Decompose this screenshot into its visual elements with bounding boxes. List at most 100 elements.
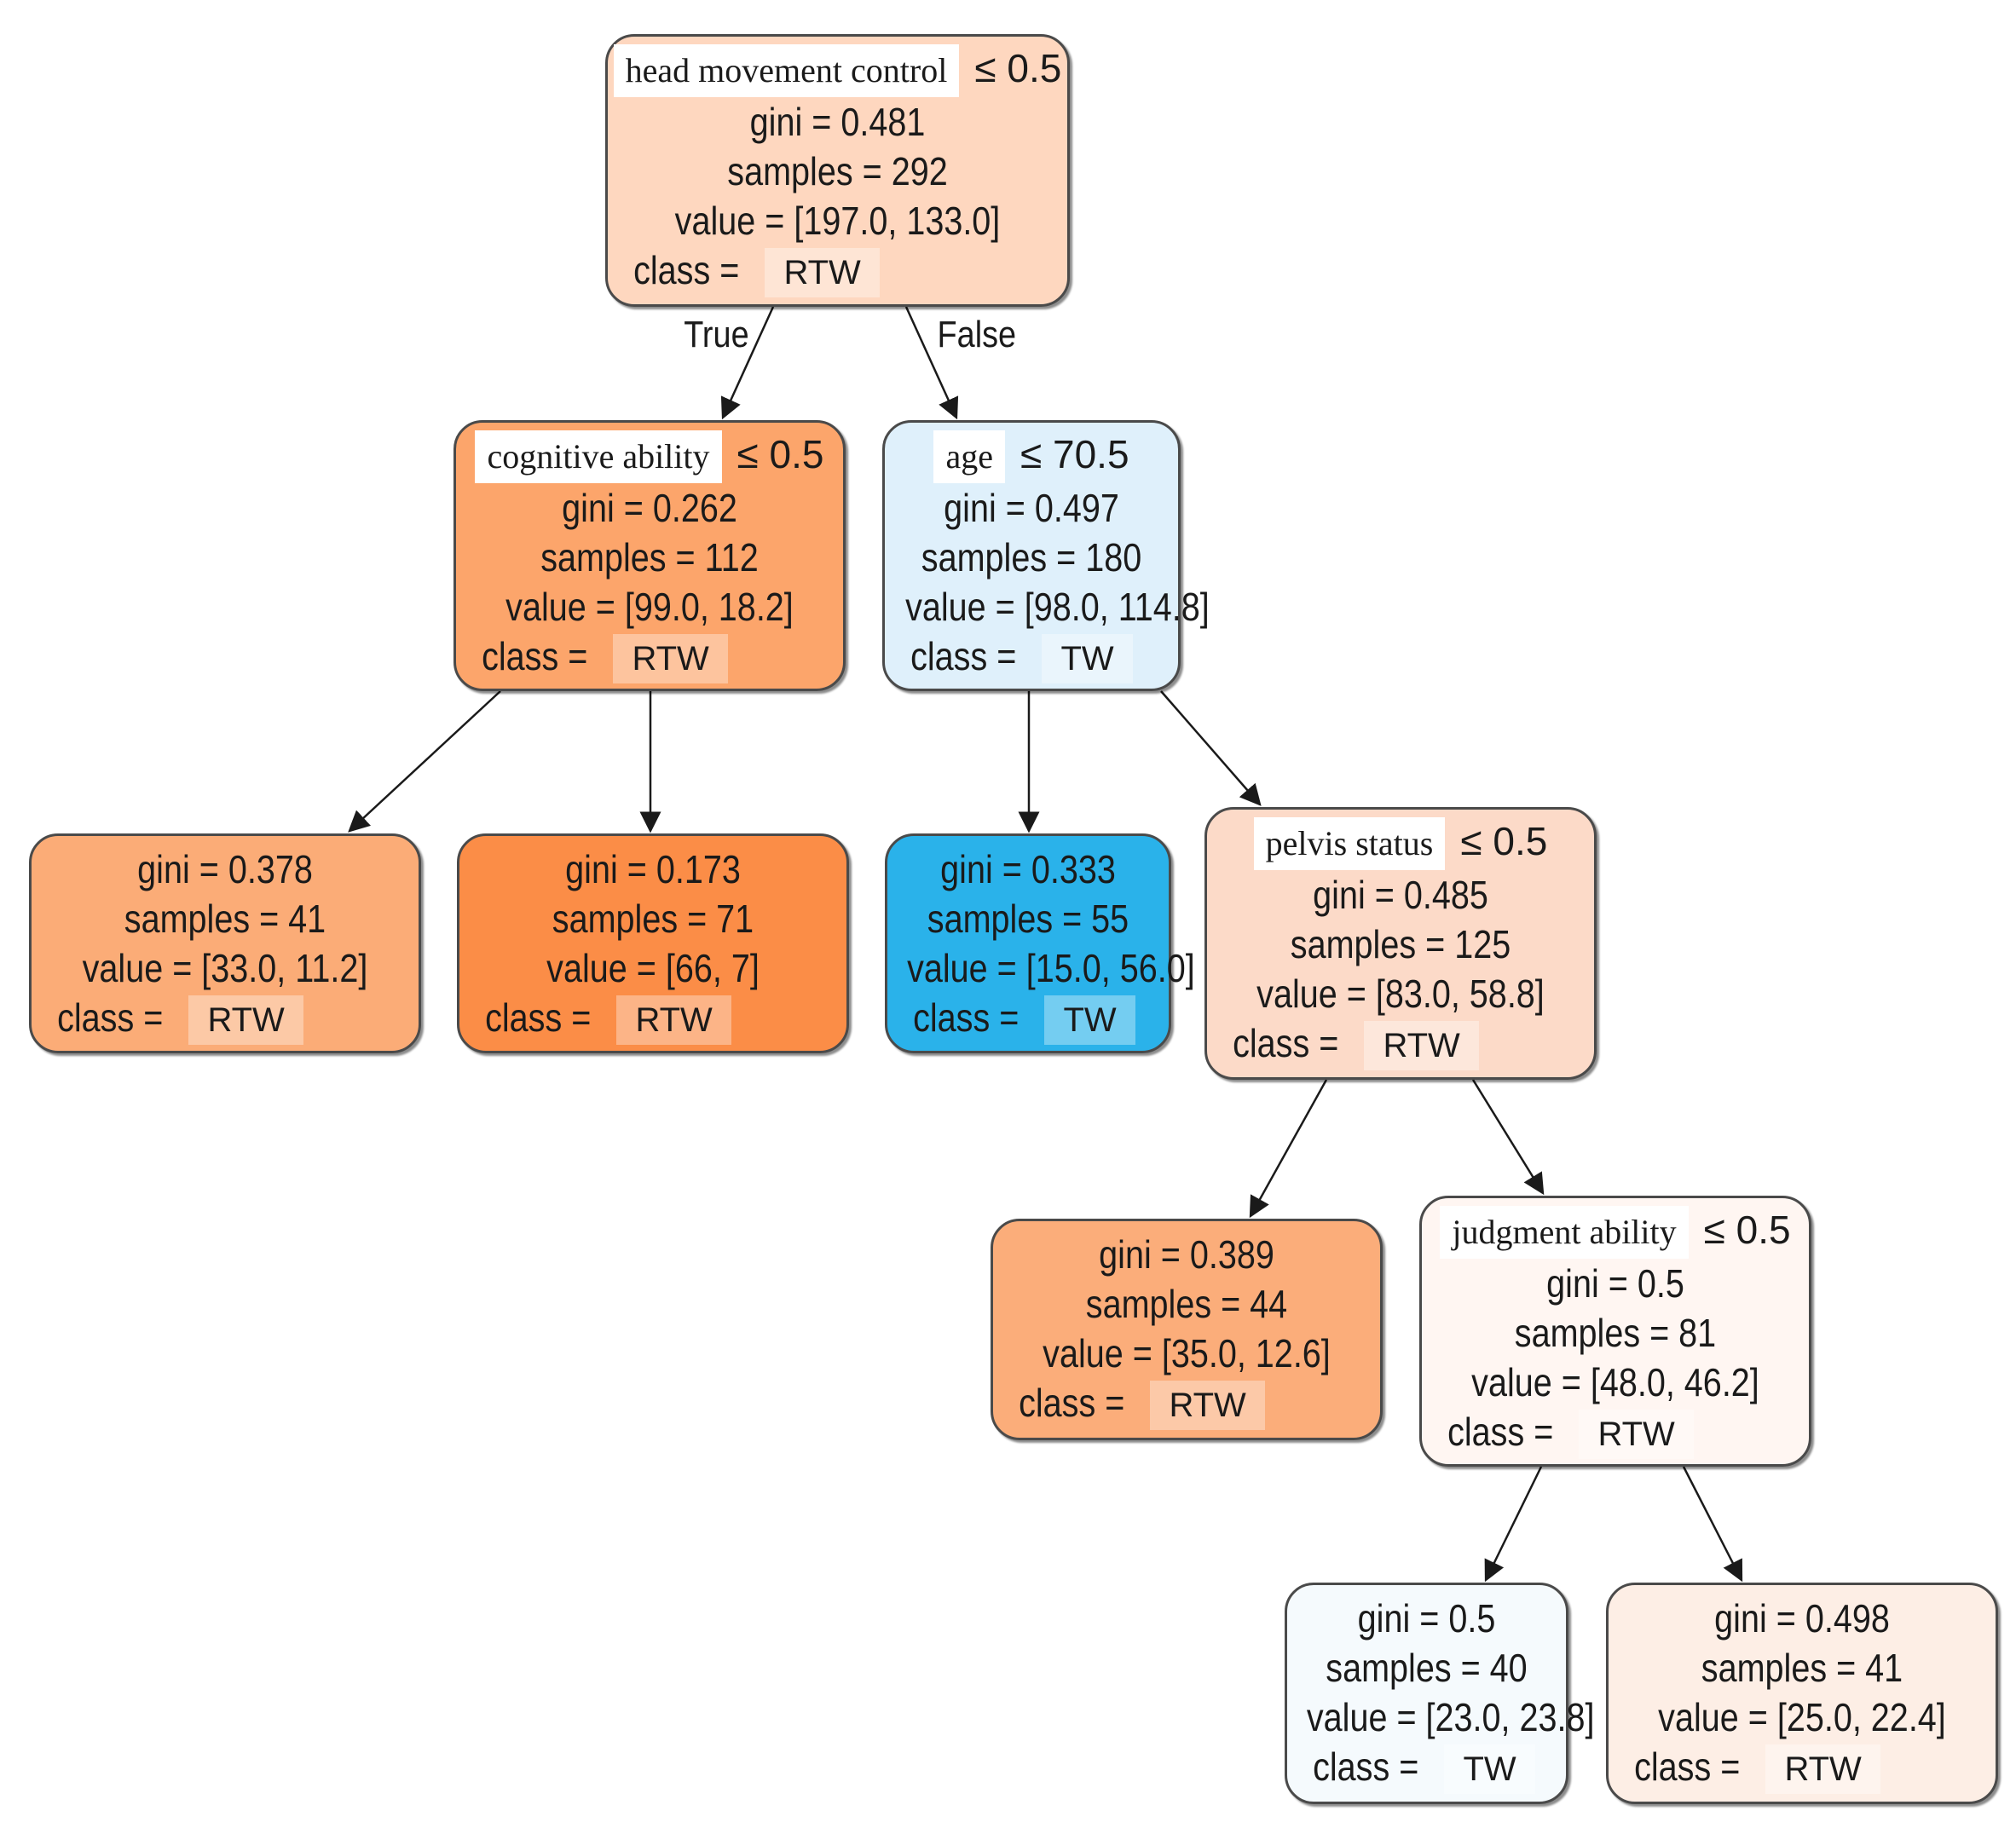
node-value: value = [83.0, 58.8] — [1256, 972, 1545, 1016]
tree-node-n8: judgment ability ≤ 0.5 gini = 0.5 samples =… — [1419, 1196, 1811, 1467]
edge-n6-n8 — [1471, 1079, 1545, 1196]
node-gini: gini = 0.5 — [1546, 1261, 1684, 1306]
tree-node-root: head movement control ≤ 0.5 gini = 0.481 sa… — [605, 34, 1070, 307]
split-feature: pelvis status — [1253, 817, 1446, 870]
class-value: RTW — [613, 634, 728, 683]
node-gini: gini = 0.173 — [565, 847, 741, 891]
node-samples: samples = 112 — [540, 535, 759, 580]
node-value: value = [33.0, 11.2] — [82, 946, 368, 990]
split-feature: judgment ability — [1440, 1206, 1689, 1259]
class-label: class = — [1233, 1021, 1339, 1065]
node-samples: samples = 81 — [1514, 1311, 1717, 1355]
class-value: RTW — [188, 995, 303, 1045]
node-gini: gini = 0.497 — [944, 486, 1119, 530]
class-value: RTW — [616, 995, 731, 1045]
split-condition: judgment ability ≤ 0.5 — [1422, 1205, 1809, 1259]
tree-node-n10: gini = 0.498 samples = 41 value = [25.0, 2… — [1606, 1583, 1998, 1804]
node-gini: gini = 0.378 — [137, 847, 313, 891]
node-samples: samples = 40 — [1326, 1646, 1528, 1690]
split-threshold: ≤ 0.5 — [1703, 1208, 1791, 1252]
split-condition: cognitive ability ≤ 0.5 — [456, 430, 843, 483]
split-condition: head movement control ≤ 0.5 — [608, 43, 1067, 97]
node-samples: samples = 292 — [727, 149, 948, 193]
edge-label-false: False — [937, 314, 1017, 355]
class-label: class = — [485, 995, 592, 1040]
node-value: value = [66, 7] — [546, 946, 760, 990]
node-class: class = RTW — [1422, 1407, 1809, 1459]
node-value: value = [23.0, 23.8] — [1306, 1695, 1595, 1739]
class-value: RTW — [1579, 1410, 1694, 1459]
node-value: value = [48.0, 46.2] — [1471, 1360, 1759, 1404]
edge-n8-n9 — [1484, 1466, 1543, 1583]
node-class: class = RTW — [1207, 1018, 1594, 1070]
edge-root-n1 — [720, 306, 775, 420]
node-value: value = [35.0, 12.6] — [1043, 1331, 1331, 1375]
class-label: class = — [1447, 1410, 1554, 1454]
class-label: class = — [1634, 1744, 1741, 1789]
split-feature: head movement control — [613, 44, 960, 97]
node-class: class = RTW — [1609, 1742, 1996, 1794]
node-gini: gini = 0.498 — [1714, 1596, 1890, 1641]
class-value: RTW — [1364, 1021, 1479, 1070]
class-value: RTW — [765, 248, 880, 297]
node-gini: gini = 0.5 — [1357, 1596, 1496, 1641]
node-class: class = TW — [1287, 1742, 1566, 1794]
class-label: class = — [910, 634, 1017, 678]
node-gini: gini = 0.481 — [749, 100, 926, 144]
node-samples: samples = 180 — [921, 535, 1142, 580]
node-class: class = TW — [887, 993, 1169, 1045]
node-class: class = RTW — [993, 1378, 1380, 1430]
node-samples: samples = 41 — [124, 897, 326, 941]
node-gini: gini = 0.262 — [562, 486, 737, 530]
class-value: TW — [1042, 634, 1133, 683]
node-class: class = RTW — [456, 631, 843, 683]
tree-node-n7: gini = 0.389 samples = 44 value = [35.0, 1… — [991, 1219, 1383, 1440]
edge-n1-n3 — [348, 690, 501, 833]
node-class: class = TW — [885, 631, 1178, 683]
split-feature: age — [933, 430, 1005, 483]
node-class: class = RTW — [608, 245, 1067, 297]
split-threshold: ≤ 0.5 — [1460, 819, 1548, 863]
node-samples: samples = 71 — [552, 897, 754, 941]
edge-root-n2 — [904, 306, 959, 420]
split-threshold: ≤ 0.5 — [737, 432, 824, 476]
class-label: class = — [57, 995, 164, 1040]
node-value: value = [99.0, 18.2] — [505, 585, 794, 629]
node-class: class = RTW — [32, 993, 419, 1045]
edge-n6-n7 — [1249, 1079, 1328, 1219]
split-condition: pelvis status ≤ 0.5 — [1207, 816, 1594, 870]
class-label: class = — [482, 634, 588, 678]
class-label: class = — [1313, 1744, 1419, 1789]
split-condition: age≤ 70.5 — [885, 430, 1178, 483]
node-value: value = [15.0, 56.0] — [907, 946, 1195, 990]
class-value: RTW — [1150, 1381, 1265, 1430]
node-samples: samples = 41 — [1701, 1646, 1903, 1690]
node-gini: gini = 0.485 — [1313, 873, 1488, 917]
class-label: class = — [633, 248, 740, 292]
node-value: value = [25.0, 22.4] — [1658, 1695, 1946, 1739]
class-label: class = — [913, 995, 1020, 1040]
tree-node-n3: gini = 0.378 samples = 41 value = [33.0, 1… — [29, 833, 421, 1053]
node-value: value = [197.0, 133.0] — [674, 199, 1001, 243]
class-value: RTW — [1765, 1744, 1880, 1794]
split-threshold: ≤ 0.5 — [974, 46, 1062, 90]
tree-node-n9: gini = 0.5 samples = 40 value = [23.0, 23.… — [1285, 1583, 1595, 1804]
node-class: class = RTW — [459, 993, 846, 1045]
edge-label-true: True — [684, 314, 749, 355]
edge-n2-n6 — [1160, 690, 1262, 806]
class-value: TW — [1044, 995, 1135, 1045]
node-samples: samples = 125 — [1290, 922, 1511, 966]
node-gini: gini = 0.333 — [940, 847, 1116, 891]
split-feature: cognitive ability — [475, 430, 722, 483]
class-value: TW — [1444, 1744, 1535, 1794]
tree-node-n6: pelvis status ≤ 0.5 gini = 0.485 samples = … — [1204, 807, 1597, 1080]
class-label: class = — [1019, 1381, 1125, 1425]
node-samples: samples = 44 — [1085, 1282, 1288, 1326]
node-gini: gini = 0.389 — [1099, 1232, 1274, 1277]
